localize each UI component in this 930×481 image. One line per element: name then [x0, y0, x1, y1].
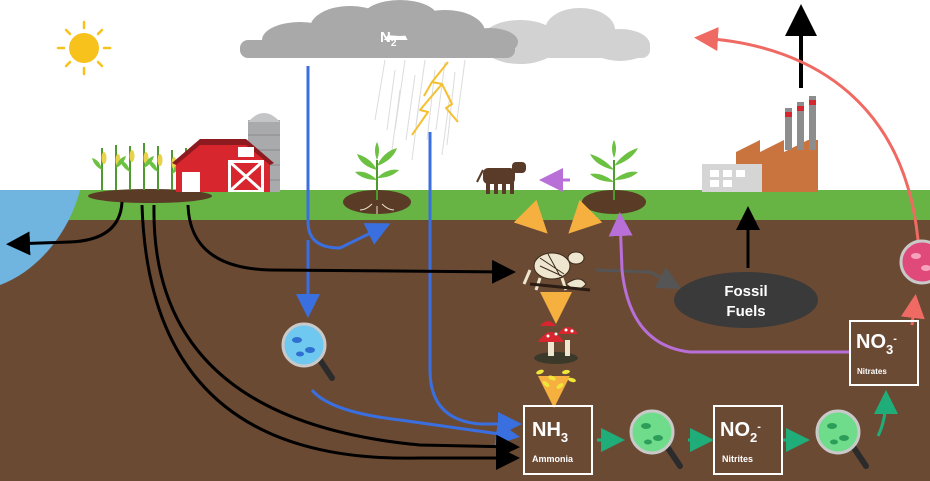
arrow-farm-to-ammonia-2	[140, 204, 520, 470]
cloud-icon	[240, 0, 650, 64]
factory-icon	[702, 96, 818, 192]
bacteria-magnifier-icon	[629, 409, 683, 469]
sun-icon	[56, 20, 112, 76]
plant-icon	[582, 140, 646, 214]
water	[0, 190, 80, 285]
nitrates-formula: NO	[856, 331, 886, 353]
svg-text:NH3: NH3	[532, 419, 568, 445]
nitrites-box: NO2- Nitrites	[713, 405, 783, 475]
fossil-fuels-line2: Fuels	[726, 303, 765, 320]
svg-text:NO3-: NO3-	[856, 331, 897, 357]
ammonia-box: NH3 Ammonia	[523, 405, 593, 475]
bacteria-magnifier-icon	[281, 322, 335, 381]
soil	[0, 190, 930, 481]
arrow-farm-to-decomposition	[186, 204, 516, 284]
ammonia-formula: NH	[532, 419, 561, 441]
bacteria-magnifier-icon	[815, 409, 869, 469]
n2-label: N2	[380, 29, 397, 49]
mushroom-icon	[534, 321, 578, 364]
arrow-to-fossil-fuels	[595, 266, 682, 289]
arrow-to-decomposition-2	[568, 199, 603, 234]
fossil-fuels	[674, 272, 818, 328]
skeleton-icon	[522, 251, 591, 292]
bacteria-magnifier-icon	[899, 239, 930, 285]
svg-text:NO2-: NO2-	[720, 419, 761, 445]
arrow-n2-to-plant	[306, 66, 391, 250]
nitrites-formula: NO	[720, 419, 750, 441]
arrow-to-decomposition-1	[513, 199, 548, 234]
plant-icon	[343, 142, 411, 214]
nitrates-box: NO3- Nitrates	[849, 320, 919, 386]
bacteria-yellow	[536, 369, 576, 389]
fossil-fuels-line1: Fossil	[724, 283, 767, 300]
barn-icon	[172, 139, 274, 192]
arrow-nitrates-to-plant	[608, 212, 850, 354]
arrow-lightning-to-ammonia	[428, 132, 522, 436]
arrow-farm-to-ammonia-1	[152, 204, 520, 459]
arrow-bacteria-to-nitrates	[873, 390, 898, 437]
arrow-bacteria-to-ammonia	[310, 389, 520, 446]
lightning-icon	[411, 61, 459, 136]
arrow-runoff-to-water	[6, 201, 124, 256]
cow-icon	[476, 162, 526, 194]
nitrates-name: Nitrates	[857, 367, 887, 376]
ammonia-name: Ammonia	[532, 454, 574, 464]
arrow-denitrification	[694, 27, 920, 241]
nitrites-name: Nitrites	[722, 454, 753, 464]
